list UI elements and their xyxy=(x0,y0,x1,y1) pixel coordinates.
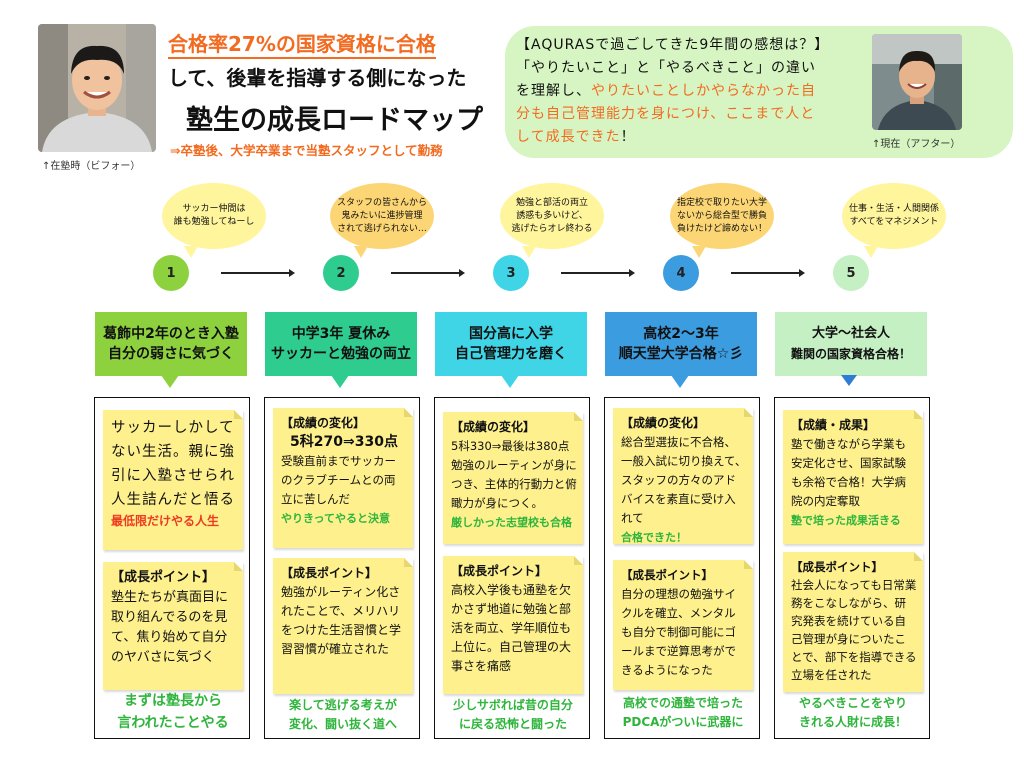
stage-header-1: 葛飾中2年のとき入塾自分の弱さに気づく xyxy=(95,312,247,388)
note-score: 5科270⇒330点 xyxy=(290,434,398,450)
bubble-text: サッカー仲間は 誰も勉強してねーし xyxy=(173,204,255,227)
thought-bubble-1: サッカー仲間は 誰も勉強してねーし xyxy=(162,183,266,258)
note-highlight: 合格できた！ xyxy=(621,531,687,544)
stage-column-3: 【成績の変化】 5科330⇒最後は380点勉強のルーティンが身につき、主体的行動… xyxy=(434,397,590,739)
note-title: 【成長ポイント】 xyxy=(791,560,883,574)
quote-line: を理解し、やりたいことしかやらなかった自 xyxy=(516,83,816,99)
caption-after: ↑現在（アフター） xyxy=(872,139,961,150)
note-body: 社会人になっても日常業務をこなしながら、研究発表を続けている自己管理が身についた… xyxy=(791,578,917,682)
sticky-note-growth: 【成長ポイント】 勉強がルーティン化されたことで、メリハリをつけた生活習慣と学習… xyxy=(273,558,413,694)
note-body: 受験直前までサッカーのクラブチームとの両立に苦しんだ xyxy=(281,454,396,506)
stage-theme: サッカーと勉強の両立 xyxy=(271,346,411,362)
note-title: 【成長ポイント】 xyxy=(111,570,216,585)
note-title: 【成績の変化】 xyxy=(451,420,536,434)
note-body: 塾で働きながら学業も安定化させ、国家試験も余裕で合格！大学病院の内定奪取 xyxy=(791,437,906,508)
headline-result: 合格率27%の国家資格に合格 xyxy=(168,28,436,59)
right-arrow-icon xyxy=(561,269,635,277)
note-highlight: 塾で培った成果活きる xyxy=(791,514,901,527)
stage-column-1: サッカーしかしてない生活。親に強引に入塾させられ人生詰んだと悟る 最低限だけやる… xyxy=(94,397,250,739)
note-title: 【成長ポイント】 xyxy=(281,566,378,580)
quote-line: 「やりたいこと」と「やるべきこと」の違い xyxy=(516,60,816,76)
quote-line: 分も自己管理能力を身につけ、ここまで人と xyxy=(516,106,816,122)
after-photo xyxy=(872,34,962,130)
column-footer: 高校での通塾で培った PDCAがついに武器に xyxy=(622,696,744,729)
sticky-note-results: 【成績・成果】 塾で働きながら学業も安定化させ、国家試験も余裕で合格！大学病院の… xyxy=(783,410,923,544)
headline-note: ⇒卒塾後、大学卒業まで当塾スタッフとして勤務 xyxy=(170,143,443,158)
note-body: 5科330⇒最後は380点勉強のルーティンが身につき、主体的行動力と俯瞰力が身に… xyxy=(451,439,577,510)
note-body: 自分の理想の勉強サイクルを確立、メンタルも自分で制御可能にゴールまで逆算思考がで… xyxy=(621,587,736,677)
thought-bubble-5: 仕事・生活・人間関係 すべてをマネジメント xyxy=(842,183,946,258)
sticky-note-grades: 【成績の変化】 5科270⇒330点 受験直前までサッカーのクラブチームとの両立… xyxy=(273,408,413,548)
note-title: 【成績の変化】 xyxy=(621,416,706,430)
step-circle-2: 2 xyxy=(323,255,359,291)
note-body: 高校入学後も通塾を欠かさず地道に勉強と部活を両立、学年順位も上位に。自己管理の大… xyxy=(451,583,572,673)
stage-header-2: 中学3年 夏休みサッカーと勉強の両立 xyxy=(265,312,417,388)
stage-period: 高校2〜3年 xyxy=(643,326,719,342)
note-body: 塾生たちが真面目に取り組んでるのを見て、焦り始めて自分のヤバさに気づく xyxy=(111,590,229,665)
caption-before: ↑在塾時（ビフォー） xyxy=(42,161,141,172)
thought-bubble-2: スタッフの皆さんから 鬼みたいに進捗管理 されて逃げられない… xyxy=(330,183,434,258)
column-footer: 楽して逃げる考えが 変化、闘い抜く道へ xyxy=(288,698,397,731)
sticky-note-growth: 【成長ポイント】 高校入学後も通塾を欠かさず地道に勉強と部活を両立、学年順位も上… xyxy=(443,556,583,694)
stage-header-3: 国分高に入学自己管理力を磨く xyxy=(435,312,587,388)
note-title: 【成長ポイント】 xyxy=(451,564,548,578)
before-photo xyxy=(38,24,156,152)
stage-theme: 自分の弱さに気づく xyxy=(108,346,234,362)
note-title: 【成長ポイント】 xyxy=(621,568,713,582)
column-footer: やるべきことをやり きれる人財に成長！ xyxy=(798,696,907,729)
note-highlight: やりきってやると決意 xyxy=(281,512,391,525)
note-body: 勉強がルーティン化されたことで、メリハリをつけた生活習慣と学習習慣が確立された xyxy=(281,585,402,656)
note-body: サッカーしかしてない生活。親に強引に入塾させられ人生詰んだと悟る xyxy=(111,420,235,508)
quote-line: して成長できた！ xyxy=(516,129,636,145)
column-footer: 少しサボれば昔の自分 に戻る恐怖と闘った xyxy=(453,698,573,731)
note-title: 【成績・成果】 xyxy=(791,418,876,432)
note-body: 総合型選抜に不合格、一般入試に切り換えて、スタッフの方々のアドバイスを素直に受け… xyxy=(621,435,747,525)
bubble-text: 勉強と部活の両立 誘惑も多いけど、 逃げたらオレ終わる xyxy=(511,197,593,234)
headline-role: して、後輩を指導する側になった xyxy=(168,66,467,90)
sticky-note-growth: 【成長ポイント】 塾生たちが真面目に取り組んでるのを見て、焦り始めて自分のヤバさ… xyxy=(103,562,243,690)
right-arrow-icon xyxy=(391,269,465,277)
note-highlight: 厳しかった志望校も合格 xyxy=(451,516,572,529)
step-circle-4: 4 xyxy=(663,255,699,291)
sticky-note-grades: 【成績の変化】 総合型選抜に不合格、一般入試に切り換えて、スタッフの方々のアドバ… xyxy=(613,408,753,544)
stage-column-2: 【成績の変化】 5科270⇒330点 受験直前までサッカーのクラブチームとの両立… xyxy=(264,397,420,739)
thought-bubble-4: 指定校で取りたい大学 ないから総合型で勝負 負けたけど諦めない！ xyxy=(670,183,774,258)
stage-period: 中学3年 夏休み xyxy=(291,326,391,342)
thought-bubble-3: 勉強と部活の両立 誘惑も多いけど、 逃げたらオレ終わる xyxy=(500,183,604,258)
sticky-note-growth: 【成長ポイント】 自分の理想の勉強サイクルを確立、メンタルも自分で制御可能にゴー… xyxy=(613,560,753,690)
right-arrow-icon xyxy=(221,269,295,277)
column-footer: まずは塾長から 言われたことやる xyxy=(117,693,229,731)
quote-question: 【AQURASで過ごしてきた9年間の感想は？】 xyxy=(516,37,830,53)
stage-theme: 難関の国家資格合格！ xyxy=(790,347,911,361)
stage-period: 国分高に入学 xyxy=(469,326,553,342)
quote-text: 【AQURASで過ごしてきた9年間の感想は？】 「やりたいこと」と「やるべきこと… xyxy=(516,34,860,149)
stage-period: 大学〜社会人 xyxy=(811,326,890,341)
stage-theme: 順天堂大学合格☆彡 xyxy=(618,346,744,362)
step-circle-5: 5 xyxy=(833,255,869,291)
stage-period: 葛飾中2年のとき入塾 xyxy=(103,326,239,342)
sticky-note-growth: 【成長ポイント】 社会人になっても日常業務をこなしながら、研究発表を続けている自… xyxy=(783,552,923,692)
stage-column-5: 【成績・成果】 塾で働きながら学業も安定化させ、国家試験も余裕で合格！大学病院の… xyxy=(774,397,930,739)
step-circle-1: 1 xyxy=(153,255,189,291)
note-highlight: 最低限だけやる人生 xyxy=(111,514,220,528)
right-arrow-icon xyxy=(731,269,805,277)
stage-header-4: 高校2〜3年順天堂大学合格☆彡 xyxy=(605,312,757,388)
page-title: 塾生の成長ロードマップ xyxy=(186,105,483,136)
stage-theme: 自己管理力を磨く xyxy=(455,346,567,362)
stage-column-4: 【成績の変化】 総合型選抜に不合格、一般入試に切り換えて、スタッフの方々のアドバ… xyxy=(604,397,760,739)
bubble-text: スタッフの皆さんから 鬼みたいに進捗管理 されて逃げられない… xyxy=(336,197,427,234)
bubble-text: 指定校で取りたい大学 ないから総合型で勝負 負けたけど諦めない！ xyxy=(676,197,767,234)
stage-header-5: 大学〜社会人難関の国家資格合格！ xyxy=(775,312,927,386)
sticky-note-grades: 【成績の変化】 5科330⇒最後は380点勉強のルーティンが身につき、主体的行動… xyxy=(443,412,583,544)
sticky-note-situation: サッカーしかしてない生活。親に強引に入塾させられ人生詰んだと悟る 最低限だけやる… xyxy=(103,410,243,550)
note-title: 【成績の変化】 xyxy=(281,416,366,430)
step-circle-3: 3 xyxy=(493,255,529,291)
bubble-text: 仕事・生活・人間関係 すべてをマネジメント xyxy=(848,204,939,227)
